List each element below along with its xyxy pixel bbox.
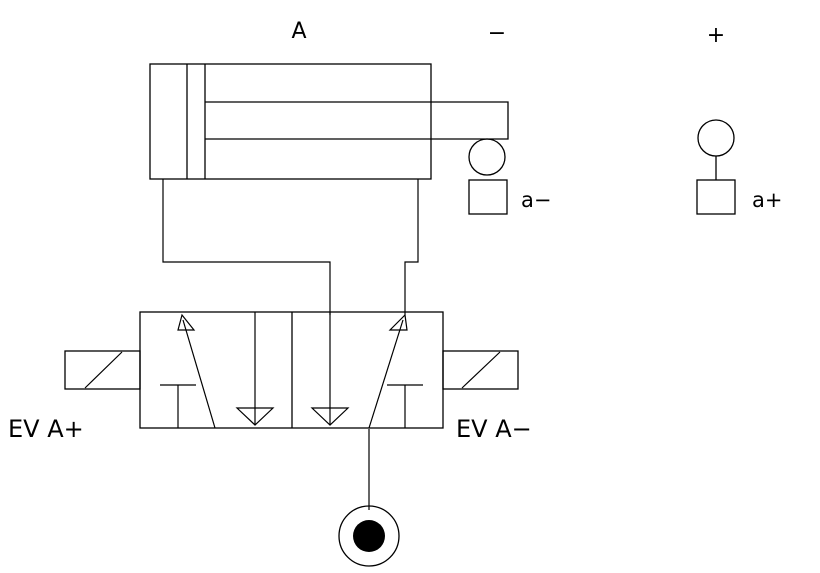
pressure-source — [338, 505, 400, 567]
valve-left-flow-arrow — [235, 407, 275, 426]
sensor-a-minus — [468, 138, 508, 215]
air-line-left — [162, 179, 331, 315]
sensor-minus-label: a− — [521, 188, 551, 212]
solenoid-right-label: EV A− — [456, 415, 532, 443]
valve-left-diagonal — [182, 319, 216, 429]
sensor-body — [696, 179, 736, 215]
plus-position-label: + — [707, 23, 725, 48]
pneumatic-cylinder — [149, 63, 509, 180]
limit-switch-icon — [468, 138, 506, 176]
air-lines — [162, 179, 419, 510]
sensor-plus-label: a+ — [752, 188, 782, 212]
sensor-body — [468, 179, 508, 215]
valve-right-diagonal — [368, 319, 404, 429]
directional-valve — [139, 311, 444, 429]
pressure-source-icon — [338, 505, 400, 567]
valve-left-arrow — [177, 313, 196, 331]
sensor-a-plus — [696, 119, 736, 215]
cylinder-barrel — [149, 63, 432, 180]
pressure-source-dot — [353, 520, 385, 552]
cylinder-label: A — [291, 19, 306, 44]
solenoid-coil-icon — [442, 350, 519, 390]
solenoid-coil-diagonal — [84, 351, 123, 389]
solenoid-left — [64, 350, 141, 390]
valve-right-arrow — [388, 313, 408, 331]
solenoid-left-label: EV A+ — [8, 415, 84, 443]
solenoid-right — [442, 350, 519, 390]
air-line-right — [404, 179, 419, 315]
limit-switch-icon — [697, 119, 735, 157]
solenoid-coil-icon — [64, 350, 141, 390]
minus-position-label: − — [488, 21, 506, 46]
solenoid-coil-diagonal — [461, 351, 501, 389]
piston-rod — [205, 101, 509, 140]
